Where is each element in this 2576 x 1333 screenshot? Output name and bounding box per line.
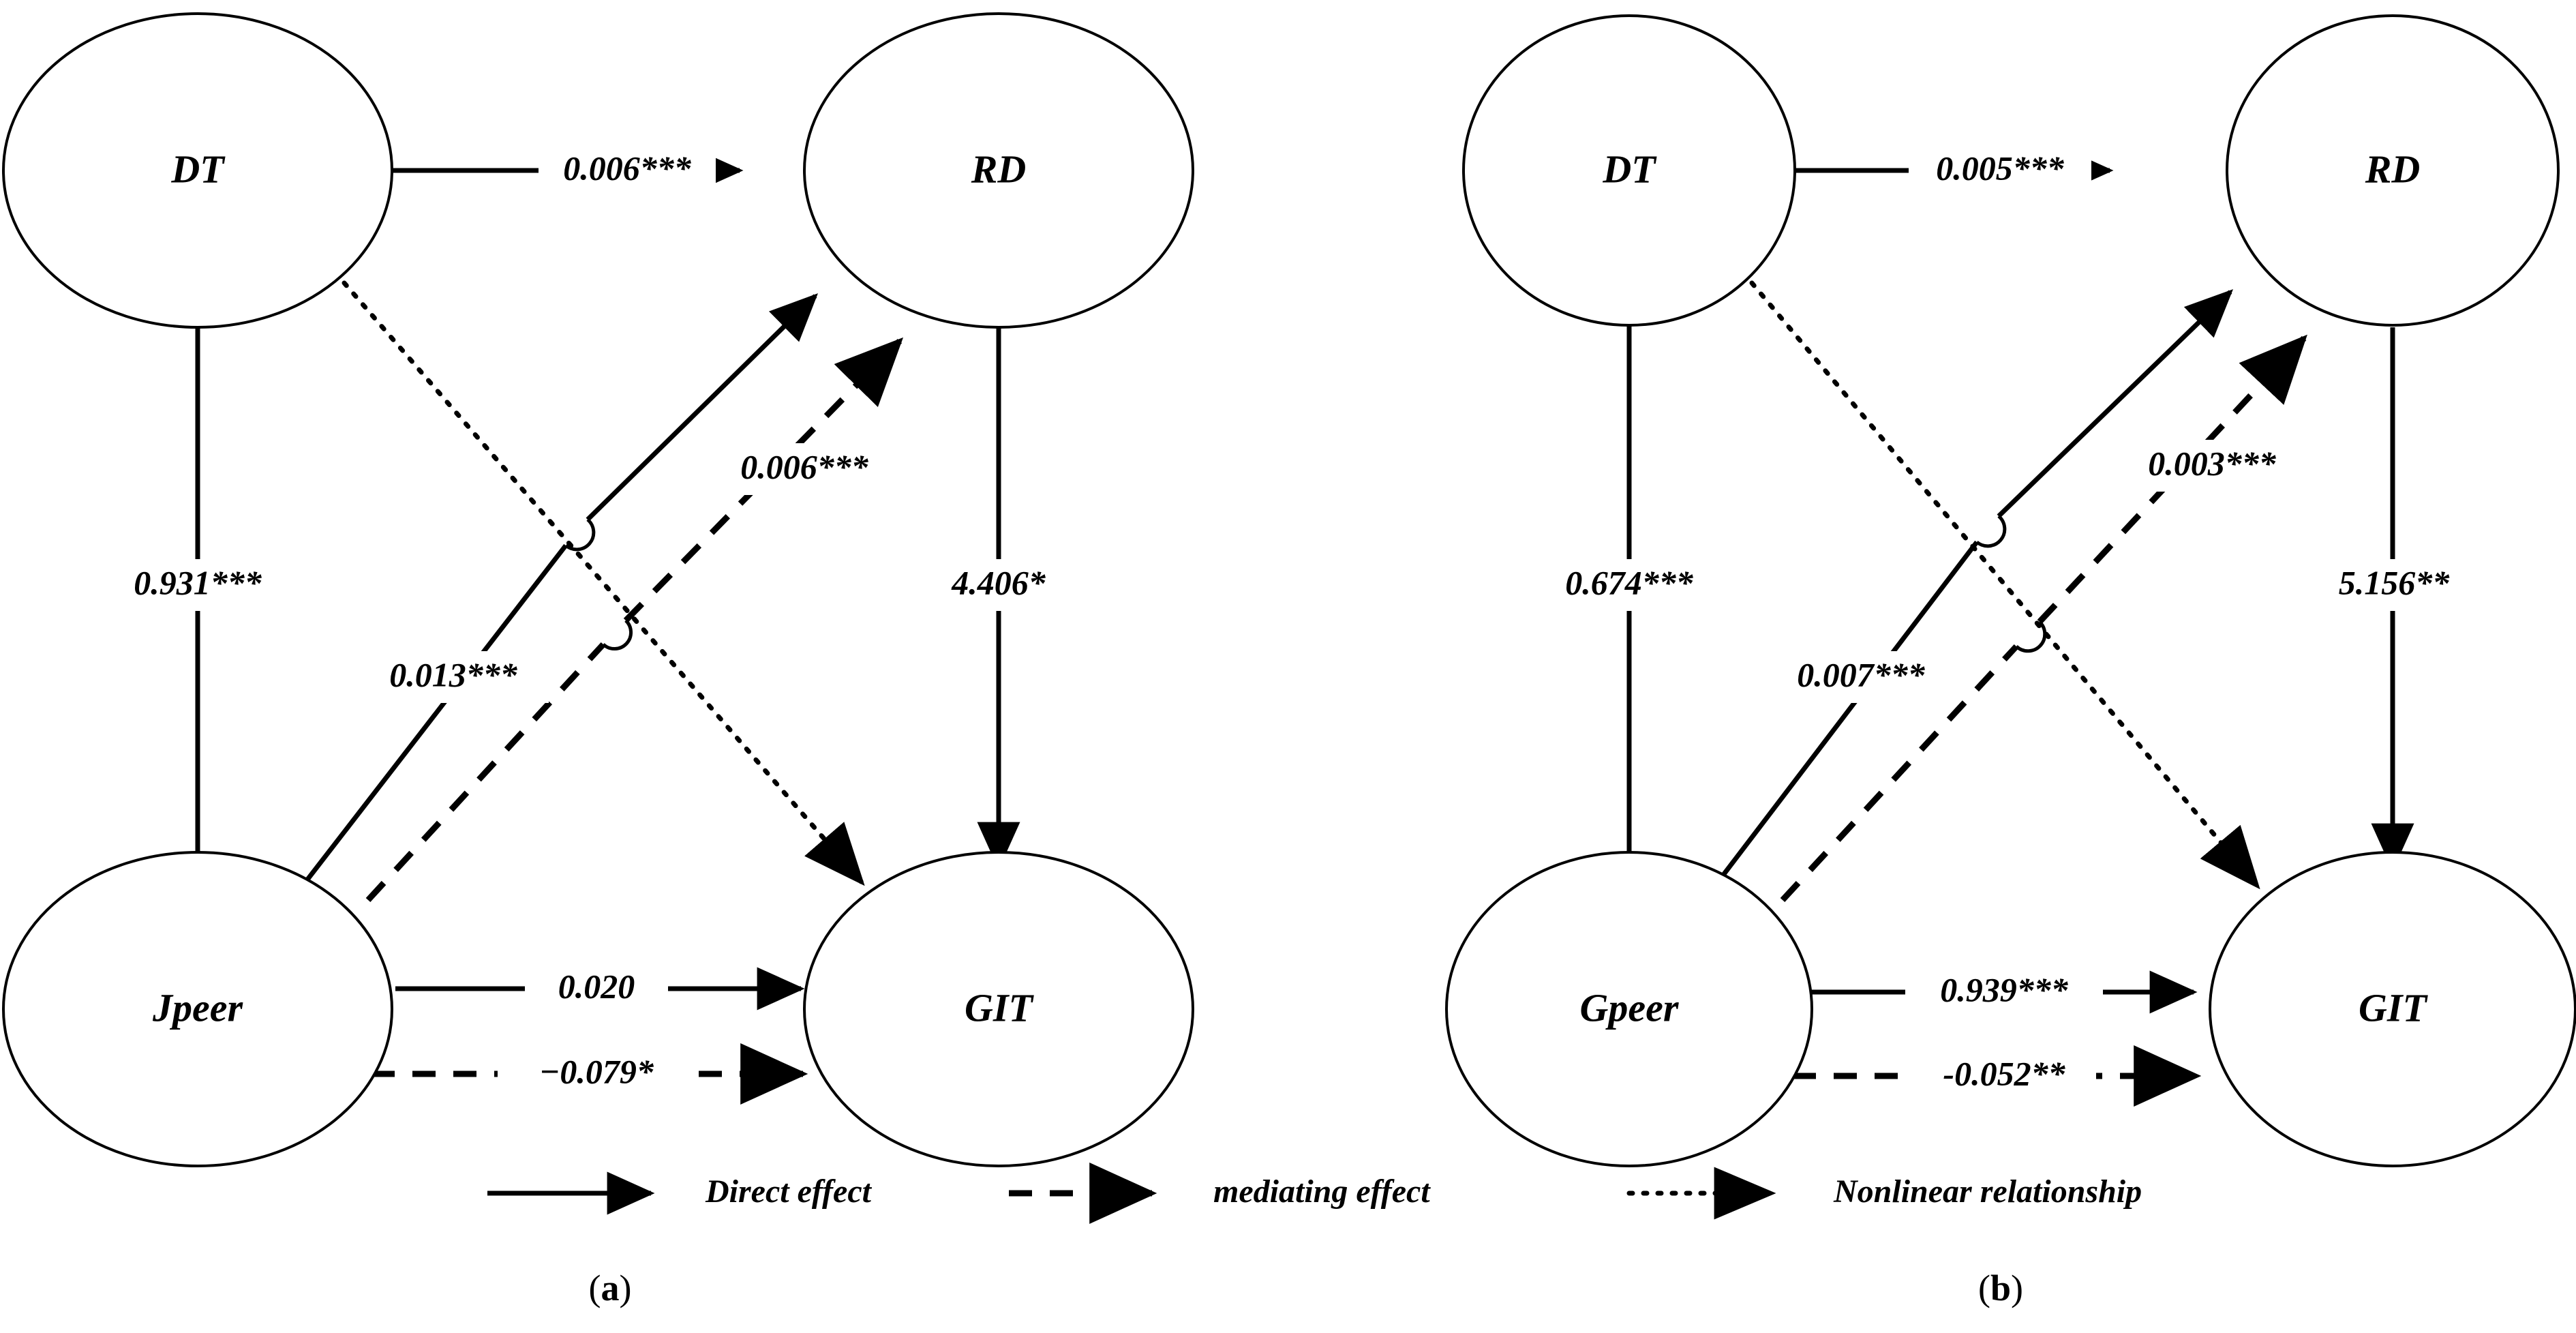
label-bg — [358, 651, 549, 703]
edge-label-jpeer-dt-a: 0.931*** — [134, 563, 262, 601]
label-bg — [525, 963, 668, 1015]
caption-b-letter: b — [1990, 1268, 2011, 1308]
edge-dt-git-dotted-line — [342, 280, 865, 886]
legend-label-nonlinear-relationship: Nonlinear relationship — [1833, 1173, 2142, 1210]
node-rd-b[interactable] — [2226, 14, 2560, 327]
node-git-b-label: GIT — [2359, 985, 2428, 1030]
node-dt-b-label: DT — [1602, 147, 1657, 191]
label-bg — [1766, 651, 1956, 703]
edge-label-gpeer-git-b: 0.939*** — [1940, 970, 2069, 1008]
node-jpeer-a[interactable] — [2, 851, 393, 1167]
node-gpeer-b-label: Gpeer — [1580, 985, 1679, 1030]
edge-label-rd-git-a: 4.406* — [951, 563, 1046, 601]
edge-label-gpeer-rd-dashed-b: 0.003*** — [2148, 444, 2277, 482]
edge-crossing-hop-b2 — [2015, 620, 2047, 653]
edge-label-rd-git-b: 5.156** — [2339, 563, 2451, 601]
edge-label-gpeer-git-dashed-b: -0.052** — [1943, 1054, 2065, 1092]
node-dt-a[interactable] — [2, 12, 393, 329]
panel-a: DT RD Jpeer GIT 0.006*** 0.931*** 0.013*… — [2, 12, 1194, 1308]
edge-crossing-hop-b1 — [1975, 515, 2007, 548]
edge-label-dt-rd-b: 0.005*** — [1936, 149, 2065, 187]
label-bg — [1912, 1050, 2096, 1102]
edge-jpeer-rd-line-lower — [284, 543, 568, 909]
edge-crossing-hop-a1 — [564, 518, 596, 552]
panel-caption-a: (a) — [589, 1268, 632, 1308]
edge-crossing-hop-a2 — [602, 619, 633, 650]
caption-a-close: ) — [620, 1268, 632, 1308]
edge-label-jpeer-git-a: 0.020 — [558, 967, 635, 1005]
caption-b-close: ) — [2011, 1268, 2023, 1308]
edge-label-jpeer-git-dashed-a: −0.079* — [539, 1052, 654, 1090]
legend: Direct effect mediating effect Nonlinear… — [487, 1163, 2142, 1224]
edge-label-dt-rd-a: 0.006*** — [563, 149, 692, 187]
node-gpeer-b[interactable] — [1445, 851, 1813, 1167]
node-git-a-label: GIT — [965, 985, 1034, 1030]
label-bg — [2307, 559, 2481, 611]
label-bg — [498, 1048, 695, 1100]
edge-jpeer-rd-dashed-lower — [365, 642, 606, 903]
edge-gpeer-rd-line-lower — [1702, 540, 1979, 902]
edge-label-jpeer-rd-a: 0.013*** — [389, 655, 518, 693]
node-rd-a-label: RD — [971, 147, 1027, 191]
caption-a-letter: a — [601, 1268, 620, 1308]
edge-label-jpeer-rd-dashed-a: 0.006*** — [740, 447, 869, 485]
node-rd-a[interactable] — [803, 12, 1194, 329]
edge-gpeer-rd-line-upper — [1997, 289, 2234, 518]
label-bg — [539, 145, 716, 196]
label-bg — [1909, 145, 2091, 196]
edge-gpeer-rd-dashed-lower — [1780, 644, 2019, 903]
edge-jpeer-rd-line-upper — [586, 293, 818, 522]
node-jpeer-a-label: Jpeer — [152, 985, 243, 1030]
node-dt-a-label: DT — [170, 147, 226, 191]
legend-label-direct-effect: Direct effect — [705, 1173, 873, 1210]
label-bg — [709, 443, 900, 495]
label-bg — [1534, 559, 1725, 611]
label-bg — [102, 559, 293, 611]
node-dt-b[interactable] — [1462, 14, 1796, 327]
edge-label-gpeer-dt-b: 0.674*** — [1565, 563, 1694, 601]
label-bg — [913, 559, 1084, 611]
edge-label-gpeer-rd-b: 0.007*** — [1797, 655, 1926, 693]
legend-label-mediating-effect: mediating effect — [1213, 1173, 1431, 1210]
panel-b: DT RD Gpeer GIT 0.005*** 0.674*** 0.007*… — [1445, 14, 2576, 1308]
caption-b-open: ( — [1978, 1268, 1990, 1308]
label-bg — [1905, 966, 2103, 1018]
node-rd-b-label: RD — [2365, 147, 2421, 191]
label-bg — [2117, 440, 2307, 492]
node-git-a[interactable] — [803, 851, 1194, 1167]
edge-dt-git-dotted-line-b — [1749, 280, 2260, 890]
node-git-b[interactable] — [2209, 851, 2576, 1167]
caption-a-open: ( — [589, 1268, 601, 1308]
panel-caption-b: (b) — [1978, 1268, 2023, 1308]
